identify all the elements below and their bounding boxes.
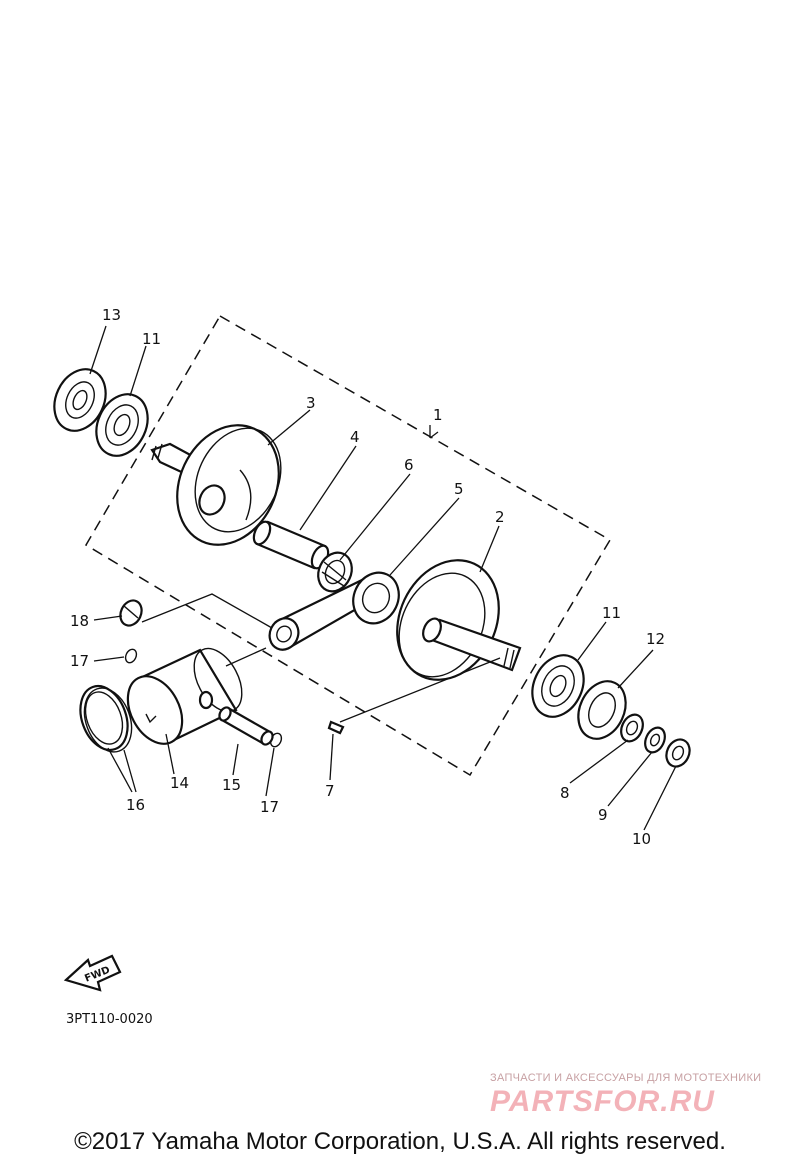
part-14-piston [126, 647, 243, 745]
callout-1: 1 [433, 406, 443, 424]
callout-7: 7 [325, 782, 335, 800]
part-16-piston-rings [79, 684, 133, 753]
part-2-crank-right [396, 559, 522, 681]
part-7-key [327, 720, 345, 735]
part-5-connecting-rod [268, 571, 400, 651]
part-3-crank-left [150, 424, 282, 546]
part-11-bearing-left [95, 393, 149, 457]
part-6-needle-bearing [317, 551, 353, 593]
callout-labels: 1 2 3 4 5 6 7 8 9 10 11 11 12 13 14 15 1… [70, 306, 665, 848]
callout-8: 8 [560, 784, 570, 802]
callout-15: 15 [222, 776, 241, 794]
callout-3: 3 [306, 394, 316, 412]
fwd-arrow-icon: FWD [63, 954, 122, 992]
callout-6: 6 [404, 456, 414, 474]
watermark-logo: PARTSFOR.RU [490, 1085, 715, 1118]
drawing-code: 3PT110-0020 [66, 1012, 153, 1027]
part-12-oil-seal [577, 680, 627, 740]
callout-10: 10 [632, 830, 651, 848]
part-13-oil-seal [53, 368, 107, 432]
callout-16: 16 [126, 796, 145, 814]
callout-11-right: 11 [602, 604, 621, 622]
part-9-lock-washer [644, 726, 666, 754]
part-11-bearing-right [531, 654, 585, 718]
part-15-piston-pin [218, 706, 274, 746]
callout-2: 2 [495, 508, 505, 526]
callout-5: 5 [454, 480, 464, 498]
part-10-nut [665, 738, 691, 768]
callout-17-left: 17 [70, 652, 89, 670]
leader-lines [89, 325, 677, 831]
part-4-crank-pin [252, 520, 330, 570]
assembly-boundary [84, 314, 612, 777]
callout-14: 14 [170, 774, 189, 792]
callout-12: 12 [646, 630, 665, 648]
copyright-notice: ©2017 Yamaha Motor Corporation, U.S.A. A… [74, 1128, 726, 1155]
callout-13: 13 [102, 306, 121, 324]
callout-11-left: 11 [142, 330, 161, 348]
callout-18: 18 [70, 612, 89, 630]
part-17-circlip-left [124, 648, 138, 664]
callout-9: 9 [598, 806, 608, 824]
callout-4: 4 [350, 428, 360, 446]
part-18-small-end-bearing [119, 599, 143, 627]
callout-17-right: 17 [260, 798, 279, 816]
watermark-tagline: ЗАПЧАСТИ И АКСЕССУАРЫ ДЛЯ МОТОТЕХНИКИ [490, 1072, 762, 1084]
